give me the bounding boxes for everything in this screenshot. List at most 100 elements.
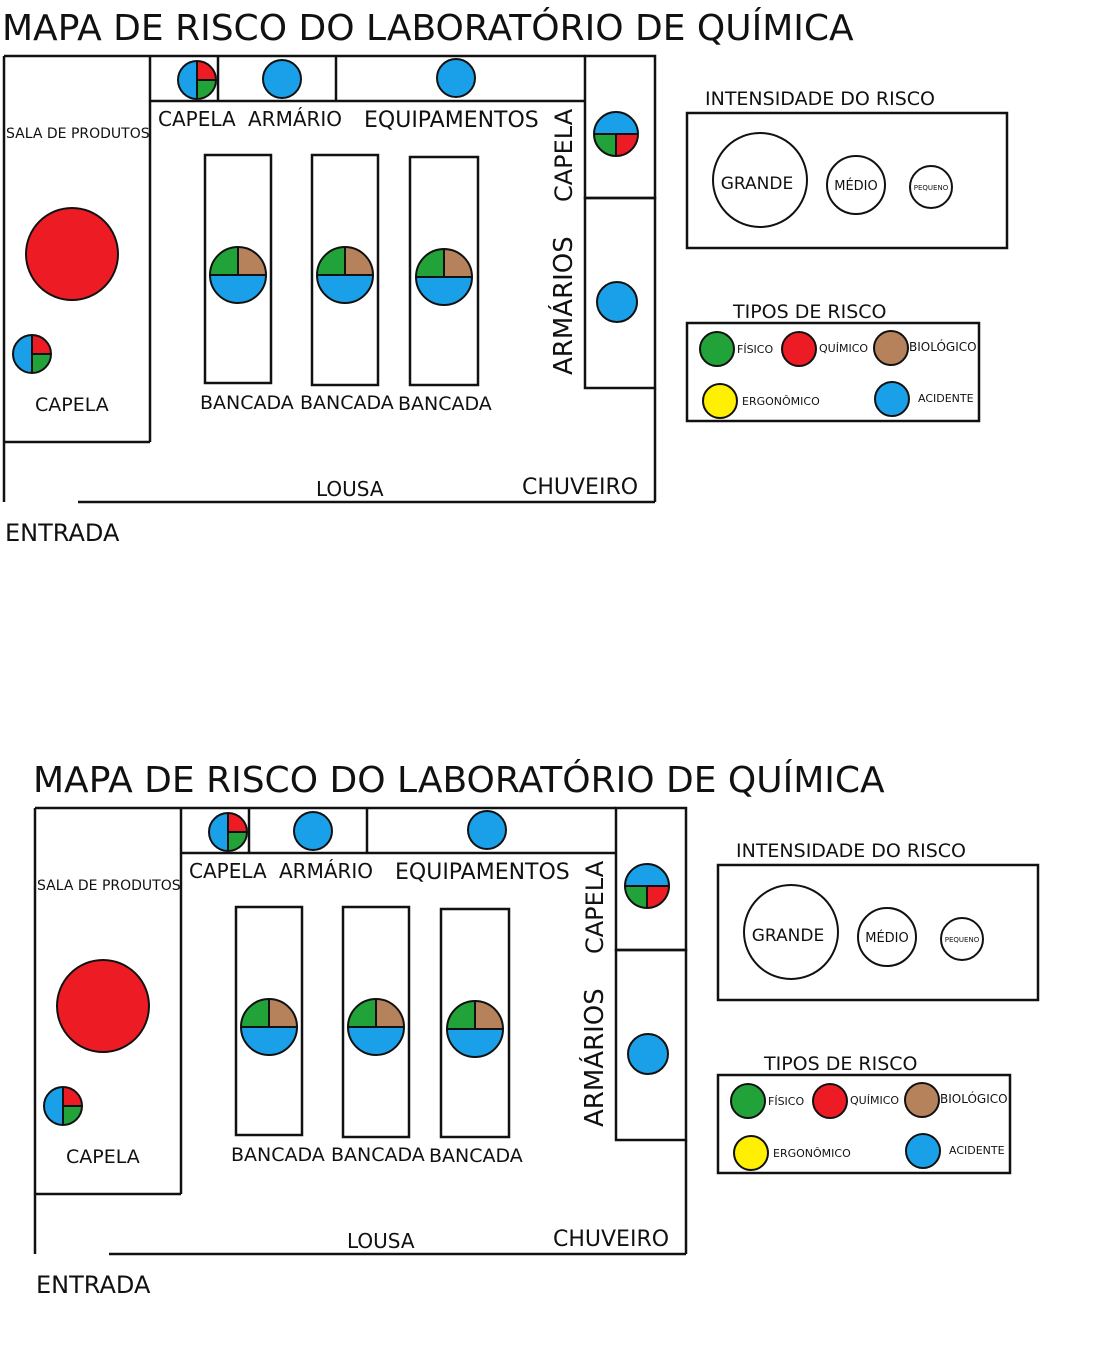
legend-circle-medio (857, 907, 917, 967)
risk-map-1: MAPA DE RISCO DO LABORATÓRIO DE QUÍMICAS… (2, 7, 1009, 547)
label-entrada: ENTRADA (36, 1271, 151, 1299)
bancada-2 (341, 905, 411, 1139)
label-bancada-1: BANCADA (231, 1144, 325, 1166)
marker-capela-topo (177, 60, 217, 100)
risk-sector-acidente (348, 1027, 404, 1055)
risk-map-2: MAPA DE RISCO DO LABORATÓRIO DE QUÍMICAS… (33, 759, 1040, 1299)
legend-label-quimico: QUÍMICO (819, 342, 868, 355)
legend-swatch-quimico (812, 1083, 848, 1119)
marker-bancada-2 (347, 998, 405, 1056)
legend-circle-medio (826, 155, 886, 215)
label-capela-direita: CAPELA (581, 860, 609, 954)
label-bancada-2: BANCADA (331, 1144, 425, 1166)
risk-marker-acidente (596, 281, 638, 323)
room-outline (2, 54, 657, 504)
risk-sector-quimico (63, 1087, 82, 1106)
bancada-3 (439, 907, 511, 1139)
marker-capela-sala (43, 1086, 83, 1126)
legend-swatch-ergonomico (702, 383, 738, 419)
legend-intensidade-title: INTENSIDADE DO RISCO (705, 88, 935, 110)
label-armario-topo: ARMÁRIO (279, 859, 373, 883)
marker-bancada-2 (316, 246, 374, 304)
risk-sector-fisico (210, 247, 238, 275)
armarios-box (583, 196, 657, 390)
legend-swatch-acidente (905, 1133, 941, 1169)
risk-sector-fisico (241, 999, 269, 1027)
risk-sector-fisico (197, 80, 216, 99)
legend-label-pequeno: PEQUENO (945, 936, 980, 944)
risk-sector-acidente (210, 275, 266, 303)
marker-bancada-1 (240, 998, 298, 1056)
risk-sector-quimico (32, 335, 51, 354)
risk-marker-acidente (467, 810, 507, 850)
marker-sala-produtos (25, 207, 119, 301)
marker-equipamentos (467, 810, 507, 850)
label-capela-sala: CAPELA (35, 394, 109, 416)
risk-sector-quimico (647, 886, 669, 908)
legend-label-quimico: QUÍMICO (850, 1094, 899, 1107)
armarios-box (614, 948, 688, 1142)
legend-label-grande: GRANDE (752, 926, 824, 946)
label-sala-produtos: SALA DE PRODUTOS (37, 878, 181, 894)
label-armario-topo: ARMÁRIO (248, 107, 342, 131)
legend-label-fisico: FÍSICO (768, 1095, 804, 1108)
marker-sala-produtos (56, 959, 150, 1053)
room-outline (33, 806, 688, 1256)
risk-sector-fisico (317, 247, 345, 275)
legend-tipos-title: TIPOS DE RISCO (763, 1053, 917, 1075)
risk-marker-outline (593, 111, 639, 157)
legend-label-medio: MÉDIO (834, 178, 878, 194)
risk-sector-biologico (269, 999, 297, 1027)
map-title: MAPA DE RISCO DO LABORATÓRIO DE QUÍMICA (2, 7, 854, 49)
label-capela-sala: CAPELA (66, 1146, 140, 1168)
bancada-3 (408, 155, 480, 387)
legend-label-biologico: BIOLÓGICO (940, 1091, 1008, 1106)
label-chuveiro: CHUVEIRO (553, 1227, 669, 1252)
risk-sector-fisico (447, 1001, 475, 1029)
risk-sector-acidente (241, 1027, 297, 1055)
risk-marker-outline (316, 246, 374, 304)
risk-sector-biologico (376, 999, 404, 1027)
legend-label-medio: MÉDIO (865, 930, 909, 946)
label-capela-direita: CAPELA (550, 108, 578, 202)
risk-sector-fisico (416, 249, 444, 277)
legend-swatch-acidente (874, 381, 910, 417)
legend-tipos-box (685, 321, 981, 423)
marker-bancada-1 (209, 246, 267, 304)
legend-swatch-biologico (873, 330, 909, 366)
legend-swatch-ergonomico (733, 1135, 769, 1171)
legend-circle-grande (743, 884, 839, 980)
risk-marker-outline (209, 246, 267, 304)
legend-swatch-biologico (904, 1082, 940, 1118)
marker-capela-direita (624, 863, 670, 909)
label-equipamentos: EQUIPAMENTOS (364, 108, 539, 133)
risk-sector-acidente (178, 61, 197, 99)
risk-marker-acidente (262, 59, 302, 99)
risk-sector-fisico (63, 1106, 82, 1125)
risk-marker-quimico (56, 959, 150, 1053)
legend-label-acidente: ACIDENTE (918, 392, 974, 405)
risk-marker-outline (240, 998, 298, 1056)
marker-armarios (627, 1033, 669, 1075)
risk-marker-acidente (627, 1033, 669, 1075)
marker-capela-topo (208, 812, 248, 852)
risk-marker-outline (208, 812, 248, 852)
legend-intensidade-box (685, 111, 1009, 250)
risk-sector-quimico (616, 134, 638, 156)
label-chuveiro: CHUVEIRO (522, 475, 638, 500)
legend-label-ergonomico: ERGONÔMICO (742, 395, 820, 408)
marker-bancada-3 (415, 248, 473, 306)
legend-label-acidente: ACIDENTE (949, 1144, 1005, 1157)
marker-armarios (596, 281, 638, 323)
risk-sector-acidente (317, 275, 373, 303)
risk-sector-acidente (447, 1029, 503, 1057)
marker-capela-direita (593, 111, 639, 157)
legend-swatch-quimico (781, 331, 817, 367)
label-bancada-3: BANCADA (398, 393, 492, 415)
label-capela-topo: CAPELA (189, 859, 267, 883)
legend-label-grande: GRANDE (721, 174, 793, 194)
risk-sector-quimico (197, 61, 216, 80)
